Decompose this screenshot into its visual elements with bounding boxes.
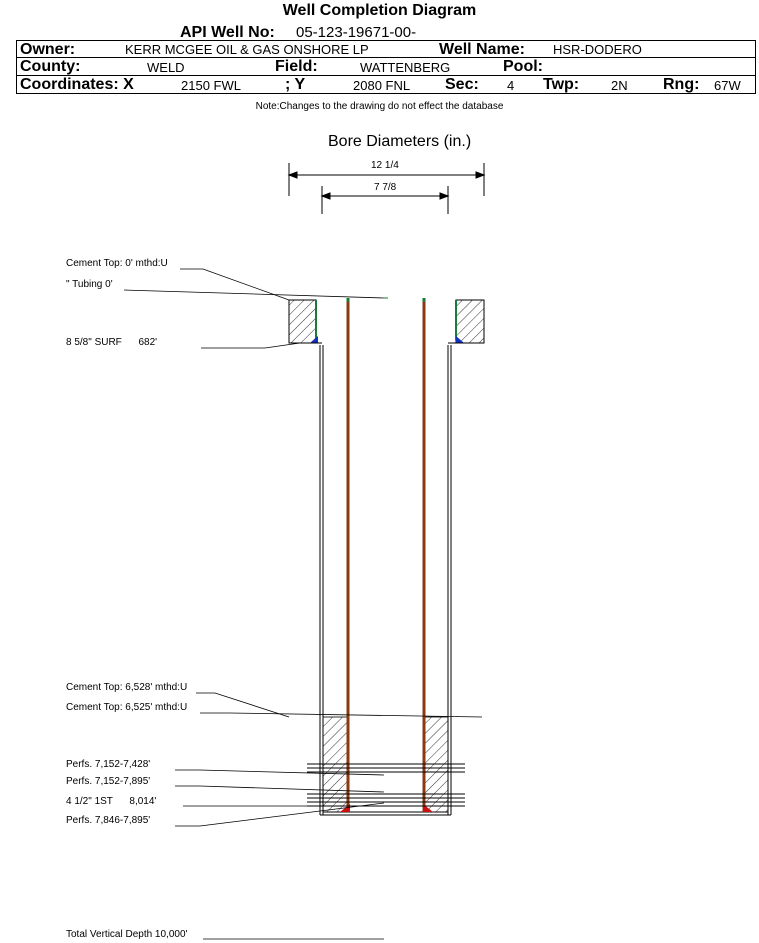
perforations [307, 763, 465, 807]
owner-label: Owner: [20, 41, 76, 58]
rng-label: Rng: [663, 76, 700, 93]
leader-lines [123, 268, 483, 940]
twp-label: Twp: [543, 76, 580, 93]
sec-label: Sec: [445, 76, 479, 93]
coordx-label: Coordinates: X [20, 76, 134, 93]
label-cement-top-6528: Cement Top: 6,528' mthd:U [66, 682, 188, 693]
label-perfs-2: Perfs. 7,152-7,895' [66, 776, 151, 787]
label-total-vertical-depth: Total Vertical Depth 10,000' [66, 929, 188, 940]
dimension-lines [287, 163, 486, 214]
surface-shoe-left [310, 336, 318, 343]
note-text: Note:Changes to the drawing do not effec… [255, 101, 504, 112]
coordy-value: 2080 FNL [353, 78, 411, 93]
coordy-label: ; Y [285, 76, 306, 93]
diagram-title: Well Completion Diagram [282, 2, 477, 19]
pool-label: Pool: [503, 58, 543, 75]
wellname-value: HSR-DODERO [553, 42, 642, 57]
label-tubing: " Tubing 0' [66, 279, 113, 290]
county-label: County: [20, 58, 81, 75]
bore-diameters-title: Bore Diameters (in.) [328, 133, 472, 150]
surface-cement-right [455, 299, 485, 344]
bore-inner-diameter: 7 7/8 [374, 182, 397, 193]
surface-cement-left [288, 299, 317, 344]
owner-value: KERR MCGEE OIL & GAS ONSHORE LP [125, 42, 369, 57]
rng-value: 67W [714, 78, 741, 93]
label-cement-top-6525: Cement Top: 6,525' mthd:U [66, 702, 188, 713]
field-value: WATTENBERG [360, 60, 451, 75]
sec-value: 4 [507, 78, 515, 93]
wellname-label: Well Name: [439, 41, 525, 58]
label-surface-casing: 8 5/8" SURF 682' [66, 337, 158, 348]
label-cement-top-0: Cement Top: 0' mthd:U [66, 258, 168, 269]
api-label: API Well No: [180, 24, 275, 41]
surface-shoe-right [456, 336, 464, 343]
api-value: 05-123-19671-00- [296, 24, 417, 41]
coordx-value: 2150 FWL [181, 78, 241, 93]
field-label: Field: [275, 58, 318, 75]
bore-outer-diameter: 12 1/4 [371, 160, 399, 171]
header-row-divider-2 [16, 75, 756, 76]
twp-value: 2N [611, 78, 628, 93]
label-perfs-1: Perfs. 7,152-7,428' [66, 759, 151, 770]
label-perfs-3: Perfs. 7,846-7,895' [66, 815, 151, 826]
county-value: WELD [147, 60, 185, 75]
header-table: Owner: KERR MCGEE OIL & GAS ONSHORE LP W… [16, 40, 756, 94]
label-production-casing: 4 1/2" 1ST 8,014' [66, 796, 157, 807]
header-row-divider-1 [16, 57, 756, 58]
